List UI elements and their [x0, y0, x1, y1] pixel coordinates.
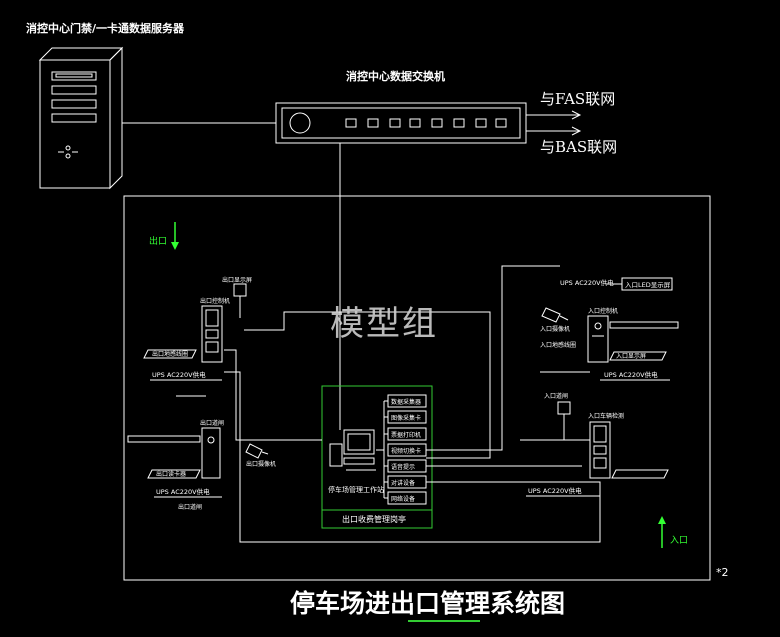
left-ticket-label: 出口读卡器 — [156, 470, 186, 478]
right-loop2-box — [611, 469, 669, 479]
left-loop-label: 出口地感线圈 — [152, 350, 188, 358]
ups-right1-label: UPS AC220V供电 — [604, 370, 658, 379]
ups-left1-label: UPS AC220V供电 — [152, 370, 206, 379]
rack-item: 网络设备 — [391, 495, 415, 503]
led-display-label: 入口LED显示屏 — [625, 281, 671, 289]
exit-arrow-icon — [171, 222, 179, 250]
booth-outline — [321, 385, 433, 529]
left-barrier-icon — [127, 427, 221, 479]
left-ticket-box — [147, 469, 201, 479]
rack-item: 对讲设备 — [391, 479, 415, 487]
rack-item: 图像采集卡 — [391, 414, 421, 422]
right-det-label: 入口车辆检测 — [588, 412, 624, 420]
left-ctrl-label: 出口控制机 — [200, 297, 230, 305]
left-controller-icon — [201, 305, 223, 363]
exit-direction-label: 出口 — [149, 235, 167, 247]
left-sign-label: 出口显示屏 — [222, 276, 252, 284]
right-camera-icon — [541, 307, 569, 323]
entry-direction-label: 入口 — [670, 535, 688, 546]
rack-boxes — [376, 394, 427, 505]
sheet-number: *2 — [716, 566, 729, 579]
right-barrier-icon — [587, 315, 679, 363]
left-cam-label: 出口摄像机 — [246, 460, 276, 468]
ups-left2-label: UPS AC220V供电 — [156, 487, 210, 496]
site-frame — [123, 195, 711, 581]
right-display-icon — [520, 401, 590, 441]
switch-label: 消控中心数据交换机 — [346, 69, 445, 83]
rack-item: 视频切换卡 — [391, 447, 421, 455]
right-loop-label: 入口地感线圈 — [540, 341, 576, 349]
right-controller-icon — [589, 421, 611, 479]
title-underline — [408, 620, 480, 622]
right-gate-label: 入口道闸 — [544, 392, 568, 400]
lane-wiring — [224, 265, 601, 543]
rack-item: 数据采集器 — [391, 398, 421, 406]
left-camera-icon — [245, 443, 269, 459]
right-cam-label: 入口摄像机 — [540, 325, 570, 333]
rack-item: 语音提示 — [391, 463, 415, 471]
bas-label: 与BAS联网 — [540, 138, 617, 156]
server-label: 消控中心门禁/一卡通数据服务器 — [26, 21, 185, 35]
workstation-label: 停车场管理工作站 — [328, 485, 384, 494]
ups-right2-label: UPS AC220V供电 — [528, 486, 582, 495]
switch-icon — [275, 102, 527, 144]
fas-label: 与FAS联网 — [540, 90, 615, 108]
left-loop-box — [143, 349, 197, 359]
entry-arrow-icon — [658, 516, 666, 548]
right-sign-label: 入口显示屏 — [616, 353, 646, 360]
booth-label: 出口收费管理岗亭 — [342, 514, 406, 524]
workstation-icon — [329, 429, 376, 471]
left-gate2-label: 出口道闸 — [178, 503, 202, 511]
left-display-icon — [233, 283, 247, 318]
diagram-title: 停车场进出口管理系统图 — [290, 589, 566, 618]
ups-top-label: UPS AC220V供电 — [560, 278, 614, 287]
right-sign-box — [609, 351, 667, 361]
right-ctrl-label: 入口控制机 — [588, 307, 618, 315]
left-gate-label: 出口道闸 — [200, 419, 224, 427]
watermark: 模型组 — [330, 304, 438, 344]
network-links — [122, 110, 582, 430]
rack-item: 票据打印机 — [391, 431, 421, 439]
server-icon — [38, 46, 124, 190]
